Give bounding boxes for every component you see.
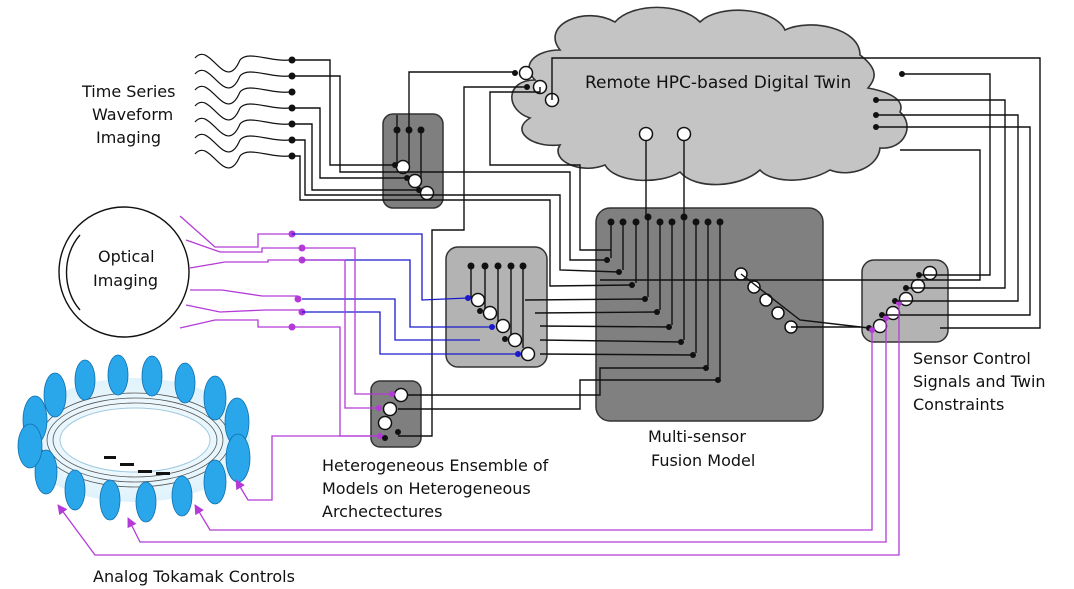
- optical-output-lines: [179, 215, 302, 329]
- svg-text:Multi-sensor: Multi-sensor: [648, 427, 746, 446]
- svg-text:Signals and Twin: Signals and Twin: [913, 372, 1046, 391]
- tokamak-controls-label: Analog Tokamak Controls: [93, 567, 295, 586]
- optical-lens-icon: [58, 206, 190, 338]
- fusion-model-box: [595, 207, 824, 422]
- ensemble-model-box-3: [370, 380, 422, 448]
- svg-text:Optical: Optical: [98, 247, 155, 266]
- svg-text:Models on Heterogeneous: Models on Heterogeneous: [322, 479, 531, 498]
- ensemble-model-box-1: [382, 113, 444, 209]
- fusion-model-label: Multi-sensor Fusion Model: [648, 427, 755, 470]
- svg-text:Archectectures: Archectectures: [322, 502, 442, 521]
- svg-text:Constraints: Constraints: [913, 395, 1004, 414]
- tokamak-icon: [17, 354, 251, 523]
- data-wires-blue: [292, 233, 518, 355]
- sensor-control-label: Sensor Control Signals and Twin Constrai…: [913, 349, 1046, 414]
- svg-text:Waveform: Waveform: [92, 105, 173, 124]
- svg-text:Sensor Control: Sensor Control: [913, 349, 1031, 368]
- cloud-icon: [511, 6, 908, 186]
- svg-text:Imaging: Imaging: [96, 128, 161, 147]
- svg-text:Heterogeneous Ensemble of: Heterogeneous Ensemble of: [322, 456, 549, 475]
- digital-twin-cloud: Remote HPC-based Digital Twin: [511, 6, 908, 186]
- control-wires-purple: [57, 247, 900, 556]
- ensemble-label: Heterogeneous Ensemble of Models on Hete…: [322, 456, 549, 521]
- svg-text:Fusion Model: Fusion Model: [651, 451, 755, 470]
- ensemble-model-box-2: [445, 246, 548, 368]
- data-wires-black: [292, 57, 1041, 437]
- svg-text:Time Series: Time Series: [81, 82, 175, 101]
- waveform-icon: [194, 53, 291, 169]
- optical-label: Optical Imaging: [93, 247, 158, 290]
- digital-twin-label: Remote HPC-based Digital Twin: [585, 73, 851, 93]
- optical-terminals: [288, 230, 306, 331]
- time-series-label: Time Series Waveform Imaging: [81, 82, 175, 147]
- svg-text:Imaging: Imaging: [93, 271, 158, 290]
